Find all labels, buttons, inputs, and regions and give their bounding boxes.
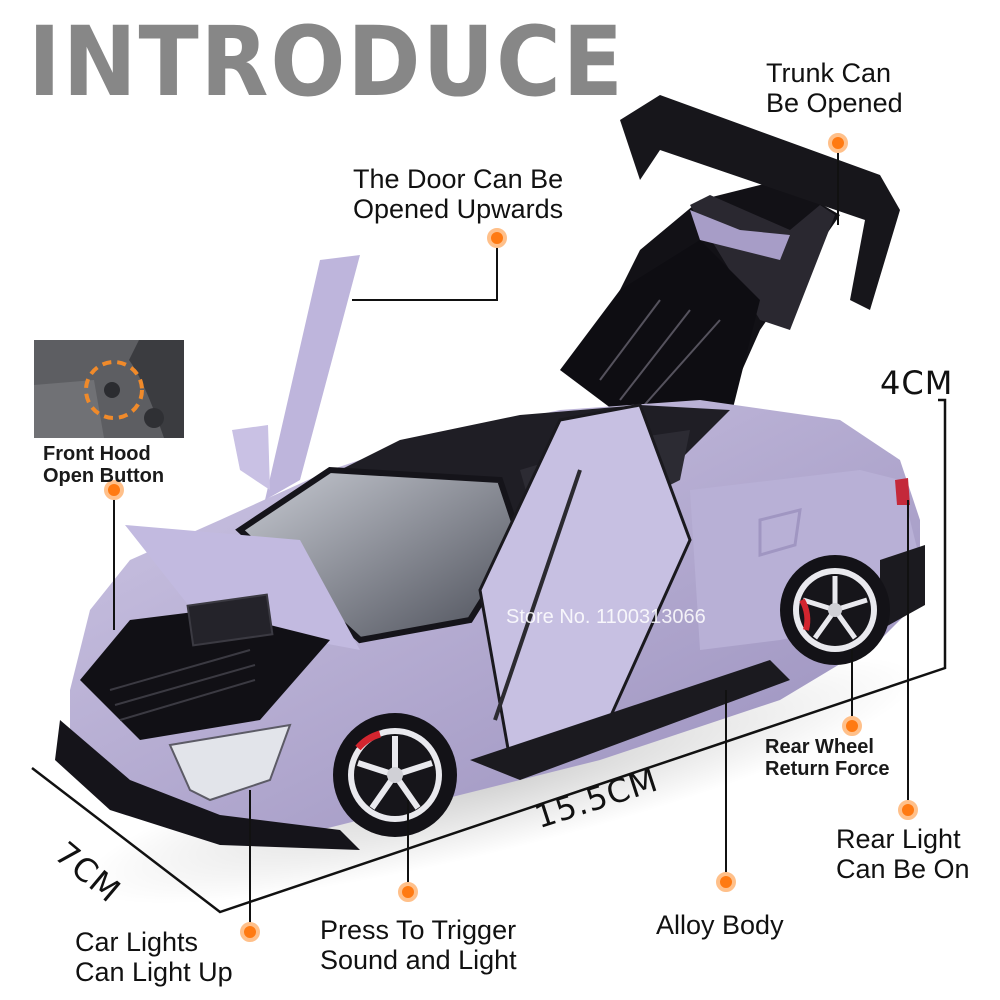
callout-dots xyxy=(104,133,918,942)
rear-wheel xyxy=(780,555,890,665)
label-trunk: Trunk Can Be Opened xyxy=(766,58,903,119)
label-front-hood-button: Front Hood Open Button xyxy=(43,443,165,488)
front-wheel xyxy=(333,713,457,837)
rear-spoiler xyxy=(560,95,900,430)
door-leader xyxy=(352,238,498,301)
label-rear-wheel: Rear Wheel Return Force xyxy=(765,736,890,781)
label-car-lights: Car Lights Can Light Up xyxy=(75,927,233,988)
dimension-height: 4CM xyxy=(880,364,954,402)
label-rear-light: Rear Light Can Be On xyxy=(836,824,970,885)
store-watermark: Store No. 1100313066 xyxy=(506,606,706,628)
label-sound-light: Press To Trigger Sound and Light xyxy=(320,915,517,976)
page-title: INTRODUCE xyxy=(28,6,625,118)
label-door: The Door Can Be Opened Upwards xyxy=(353,164,564,225)
hood-button-inset xyxy=(34,340,184,438)
dimension-lines xyxy=(31,398,947,914)
label-alloy-body: Alloy Body xyxy=(656,910,784,940)
